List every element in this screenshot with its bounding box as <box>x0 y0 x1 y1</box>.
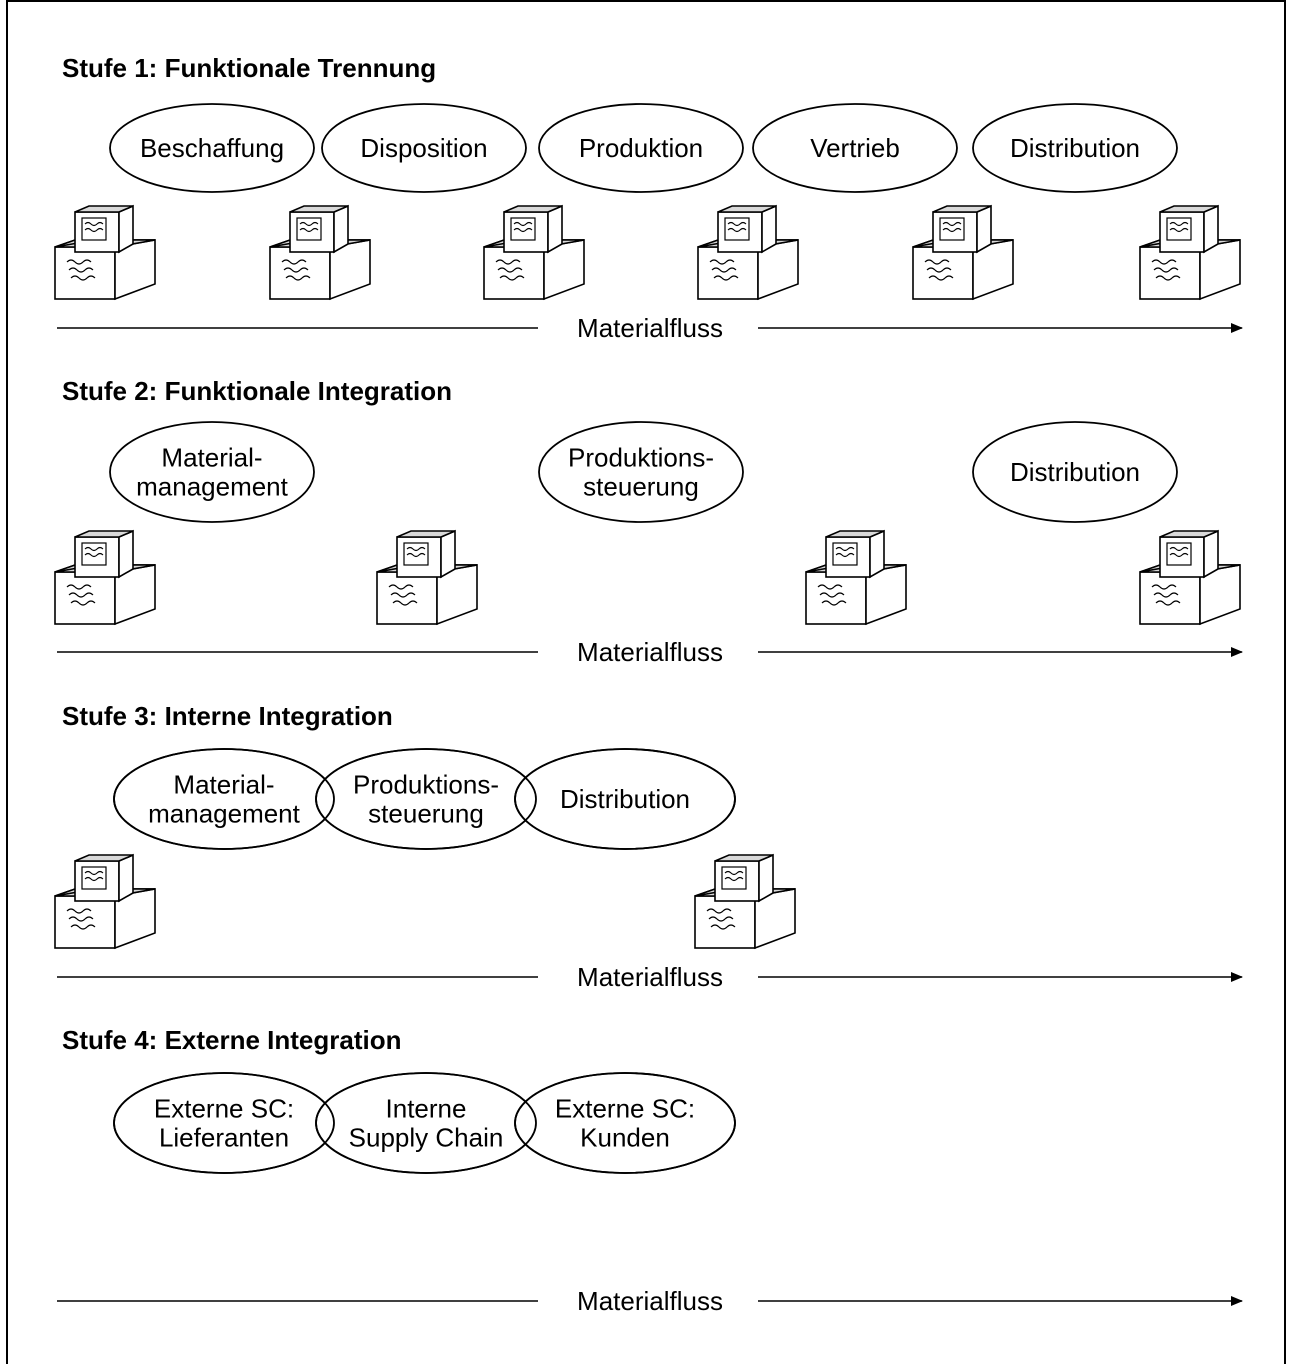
function-ellipse-outline <box>315 1072 537 1174</box>
stacked-boxes-icon <box>912 204 1014 301</box>
function-label: Distribution <box>560 784 690 814</box>
stage-1-title: Stufe 1: Funktionale Trennung <box>62 53 436 83</box>
function-ellipse <box>109 421 315 523</box>
function-label: Material- <box>173 770 274 800</box>
stacked-boxes-icon <box>805 529 907 626</box>
function-ellipse <box>752 103 958 193</box>
flow-label: Materialfluss <box>577 313 723 343</box>
function-ellipse-outline <box>514 748 736 850</box>
function-label: Produktion <box>579 133 703 163</box>
function-label: Kunden <box>580 1123 670 1153</box>
function-label: Externe SC: <box>555 1094 695 1124</box>
function-ellipse-outline <box>113 748 335 850</box>
stage-3-title: Stufe 3: Interne Integration <box>62 701 393 731</box>
function-label: management <box>136 472 289 502</box>
function-label: Material- <box>161 443 262 473</box>
stacked-boxes-icon <box>694 853 796 950</box>
flow-label: Materialfluss <box>577 1286 723 1316</box>
function-label: Produktions- <box>568 443 714 473</box>
stacked-boxes-icon <box>1139 204 1241 301</box>
stacked-boxes-icon <box>54 529 156 626</box>
inventory-stocks <box>54 204 1241 950</box>
function-label: steuerung <box>583 472 699 502</box>
stacked-boxes-icon <box>54 853 156 950</box>
function-ellipse <box>972 103 1178 193</box>
stacked-boxes-icon <box>54 204 156 301</box>
function-label: Lieferanten <box>159 1123 289 1153</box>
material-flows: MaterialflussMaterialflussMaterialflussM… <box>57 313 1243 1316</box>
function-ellipse <box>321 103 527 193</box>
function-label: Produktions- <box>353 770 499 800</box>
function-label: Externe SC: <box>154 1094 294 1124</box>
function-label: Vertrieb <box>810 133 900 163</box>
function-ellipse-outline <box>514 1072 736 1174</box>
function-ellipse <box>538 421 744 523</box>
function-ellipse <box>972 421 1178 523</box>
stacked-boxes-icon <box>269 204 371 301</box>
stacked-boxes-icon <box>697 204 799 301</box>
function-label: Interne <box>386 1094 467 1124</box>
function-label: Beschaffung <box>140 133 284 163</box>
stacked-boxes-icon <box>483 204 585 301</box>
function-label: Distribution <box>1010 457 1140 487</box>
function-label: Distribution <box>1010 133 1140 163</box>
stage-4-title: Stufe 4: Externe Integration <box>62 1025 402 1055</box>
function-label: steuerung <box>368 799 484 829</box>
function-ellipse-outline <box>315 748 537 850</box>
stage-2-title: Stufe 2: Funktionale Integration <box>62 376 452 406</box>
function-ellipse-outline <box>113 1072 335 1174</box>
diagram-frame <box>6 0 1286 1364</box>
function-ellipse <box>109 103 315 193</box>
stacked-boxes-icon <box>1139 529 1241 626</box>
function-ellipse <box>538 103 744 193</box>
function-label: management <box>148 799 301 829</box>
flow-label: Materialfluss <box>577 962 723 992</box>
flow-label: Materialfluss <box>577 637 723 667</box>
stacked-boxes-icon <box>376 529 478 626</box>
function-ellipses: Beschaffung Disposition Produktion Vertrieb… <box>109 103 1178 1174</box>
function-label: Supply Chain <box>349 1123 504 1153</box>
function-label: Disposition <box>360 133 487 163</box>
